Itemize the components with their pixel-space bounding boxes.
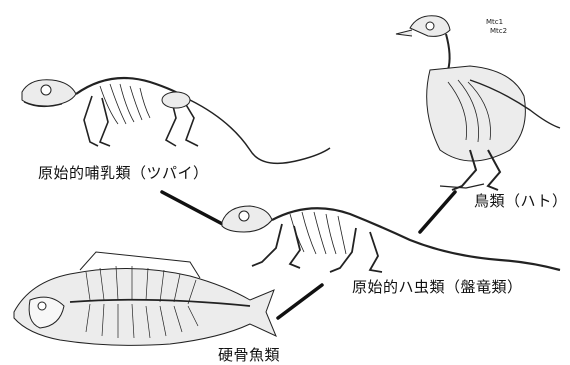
- mammal-skeleton: [22, 78, 330, 163]
- bird-label-mtc1: Mtc1: [486, 18, 503, 26]
- connector-mammal-reptile: [162, 192, 230, 228]
- caption-mammal: 原始的哺乳類（ツパイ）: [38, 162, 209, 183]
- caption-fish: 硬骨魚類: [218, 344, 280, 365]
- reptile-skeleton: [222, 206, 560, 272]
- fish-skeleton: [14, 252, 276, 345]
- caption-bird: 鳥類（ハト）: [474, 190, 567, 211]
- bird-skeleton: [396, 16, 560, 190]
- connector-bird-reptile: [420, 192, 455, 232]
- connector-fish-reptile: [278, 285, 322, 318]
- bird-label-mtc2: Mtc2: [490, 27, 507, 35]
- caption-reptile: 原始的ハ虫類（盤竜類）: [352, 276, 523, 297]
